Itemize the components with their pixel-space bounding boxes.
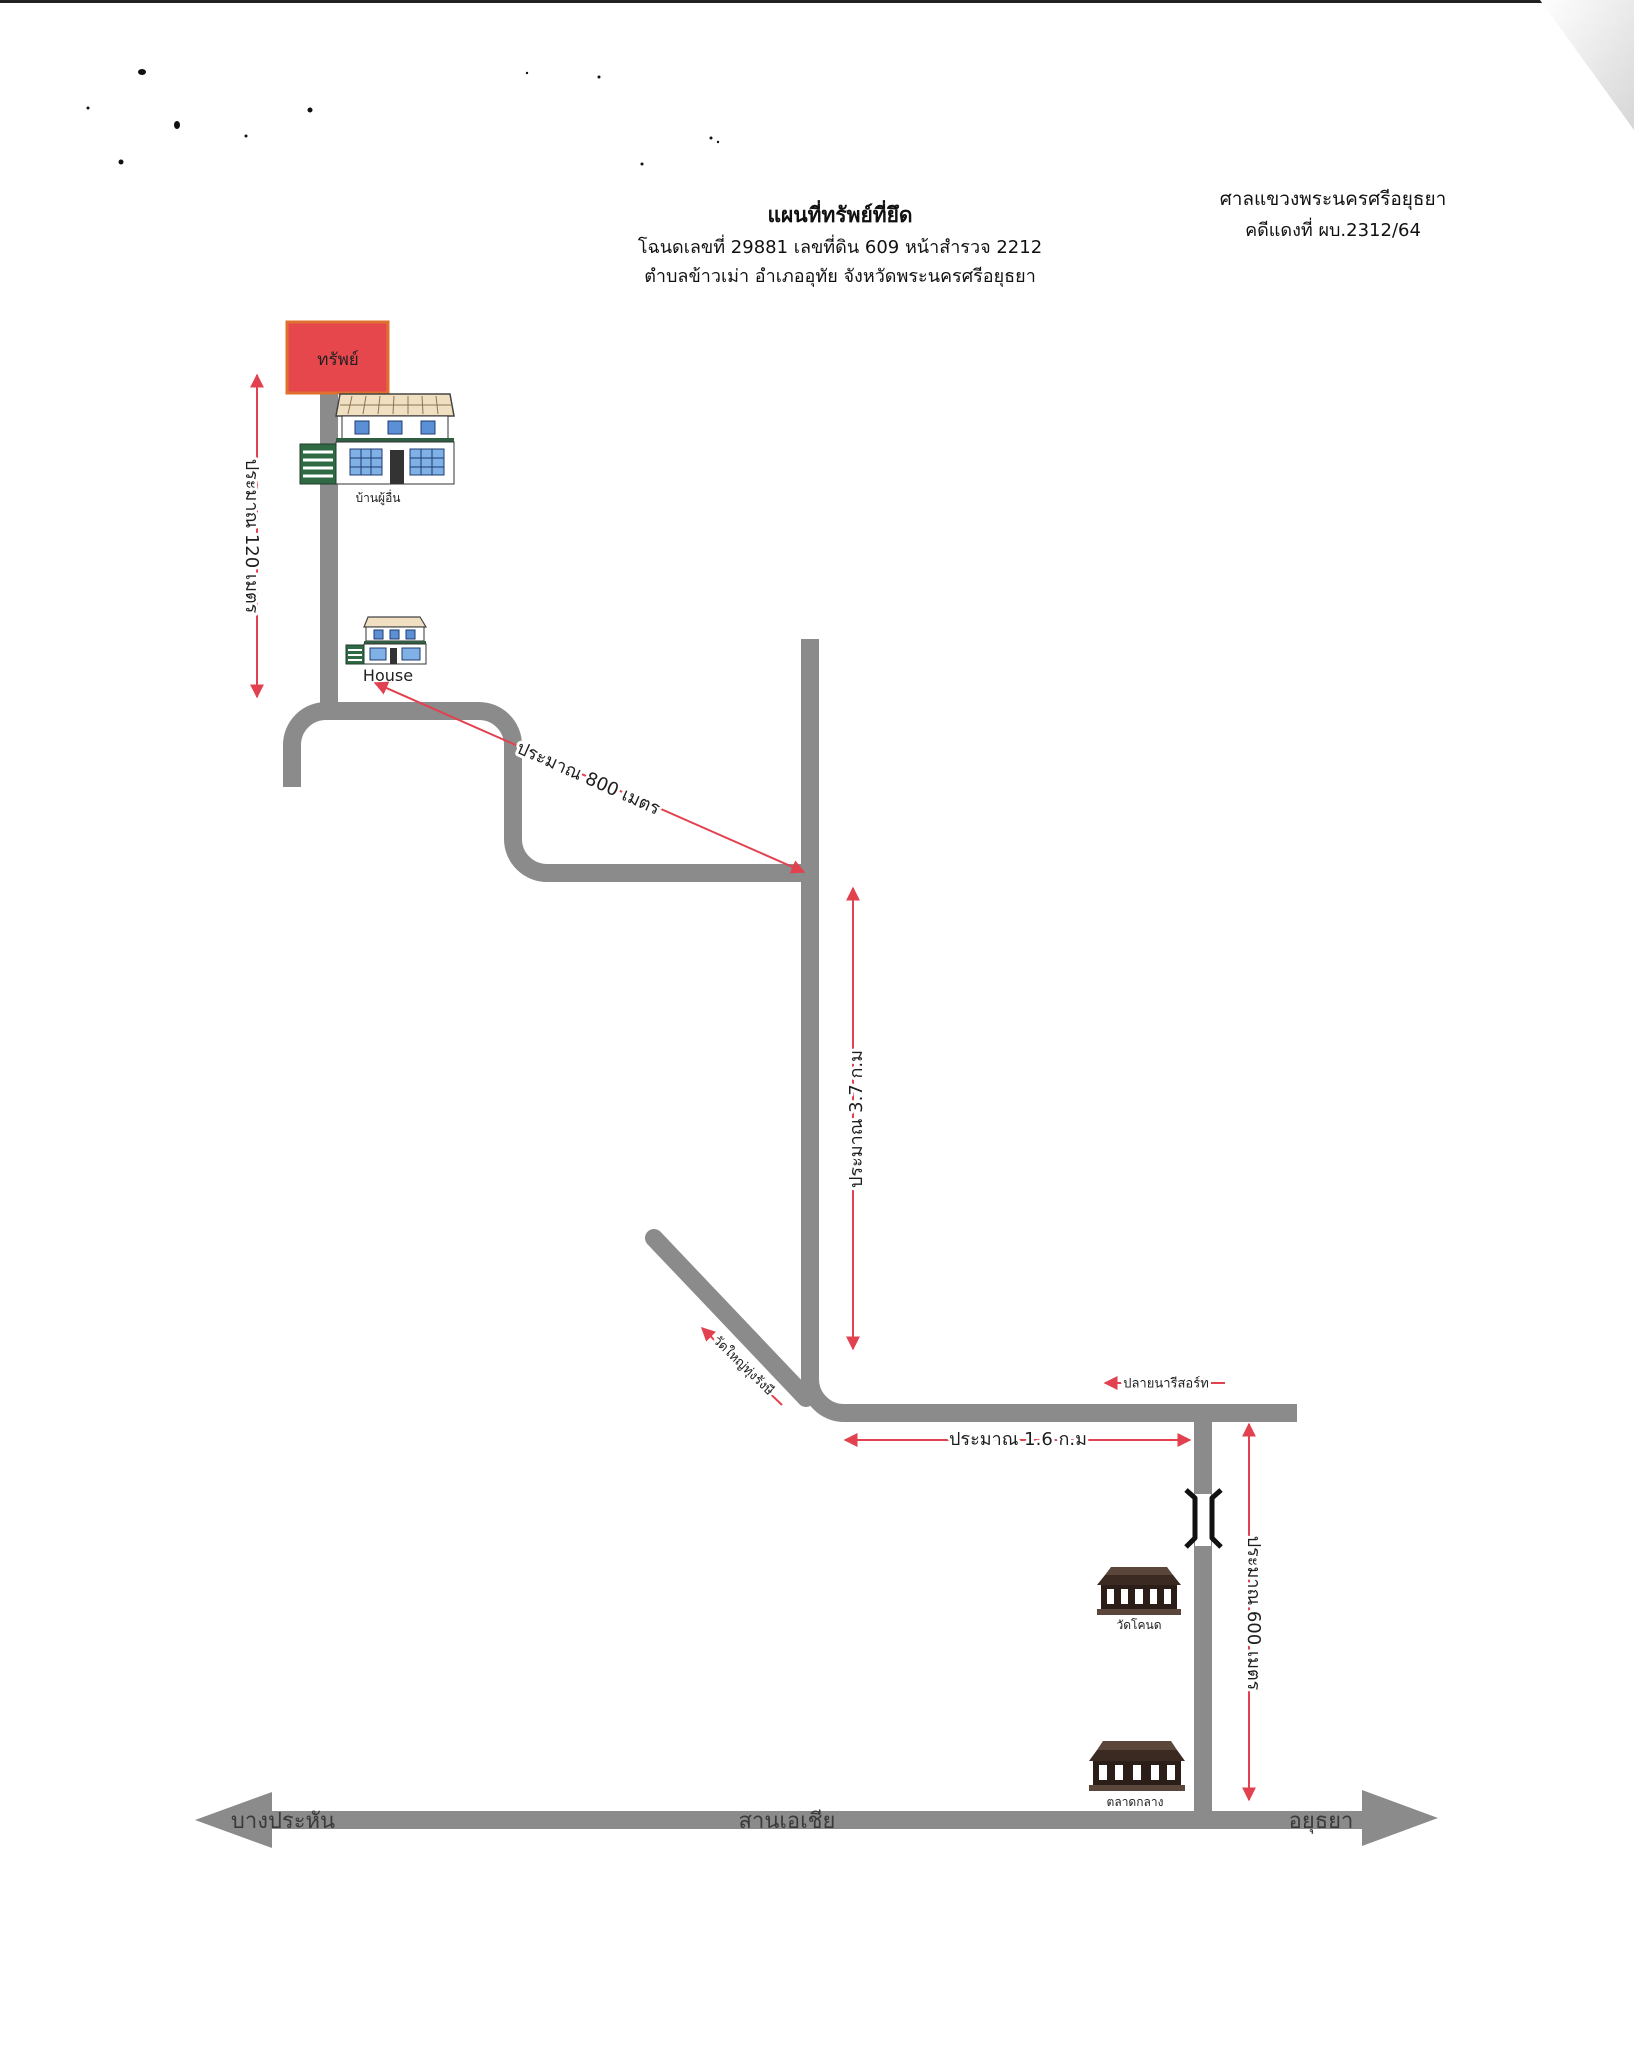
- distance-arrow-house-to-junction: [373, 681, 806, 874]
- highway-arrow-west: [195, 1792, 272, 1848]
- distance-label-from-highway: ประมาณ 600 เมตร: [1243, 1536, 1264, 1691]
- market-icon: [1089, 1741, 1185, 1791]
- house-icon: [345, 616, 428, 665]
- distance-label-to-property: ประมาณ 120 เมตร: [241, 459, 262, 614]
- deed-line: โฉนดเลขที่ 29881 เลขที่ดิน 609 หน้าสำรวจ…: [638, 234, 1042, 258]
- highway-label-center: สานเอเชีย: [739, 1809, 836, 1834]
- temple-label: วัดโคนด: [1117, 1618, 1162, 1632]
- property-marker: ทรัพย์: [285, 320, 390, 395]
- property-label: ทรัพย์: [317, 350, 359, 370]
- market-label: ตลาดกลาง: [1107, 1795, 1164, 1809]
- scan-top-edge: [0, 0, 1634, 3]
- bridge-icon: [1184, 1488, 1223, 1549]
- road-diagonal-temple: [645, 1229, 815, 1407]
- highway-label-west: บางประหัน: [231, 1809, 335, 1834]
- highway-arrow-east: [1362, 1790, 1438, 1846]
- other-house-label: บ้านผู้อื่น: [356, 489, 401, 506]
- distance-label-east-road: ประมาณ 1.6 ก.ม: [949, 1429, 1087, 1450]
- temple-icon: [1097, 1567, 1181, 1615]
- court-name: ศาลแขวงพระนครศรีอยุธยา: [1220, 188, 1447, 211]
- road-village-bend: [283, 702, 810, 882]
- distance-label-north-south: ประมาณ 3.7 ก.ม: [846, 1050, 867, 1188]
- distance-label-house-to-junction: ประมาณ 800 เมตร: [513, 738, 663, 820]
- temple-northwest-direction-arrow: [700, 1327, 783, 1406]
- house-label: House: [363, 666, 413, 685]
- map-title: แผนที่ทรัพย์ที่ยึด: [767, 199, 912, 227]
- scan-specks: [86, 69, 720, 166]
- scan-corner-shade: [1540, 0, 1634, 130]
- property-box: [285, 320, 390, 395]
- highway-label-east: อยุธยา: [1289, 1809, 1354, 1834]
- resort-label: ปลายนารีสอร์ท: [1123, 1376, 1209, 1392]
- location-line: ตำบลข้าวเม่า อำเภออุทัย จังหวัดพระนครศรี…: [644, 266, 1036, 287]
- house-icon: [299, 393, 455, 485]
- road-north-south: [801, 639, 1297, 1422]
- case-number: คดีแดงที่ ผบ.2312/64: [1245, 217, 1421, 241]
